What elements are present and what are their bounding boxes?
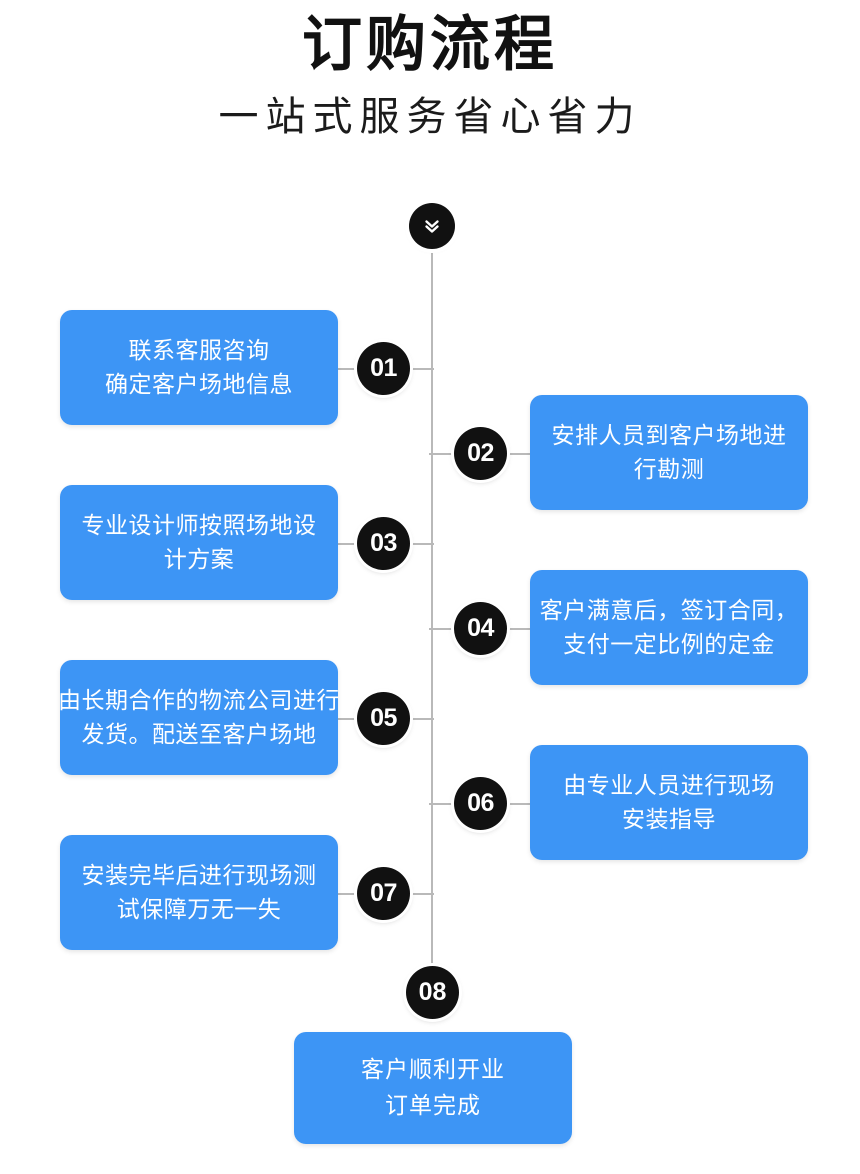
step-card[interactable]: 安排人员到客户场地进 行勘测	[530, 395, 808, 510]
step-badge: 02	[454, 427, 507, 480]
step-badge: 01	[357, 342, 410, 395]
step-card-line: 联系客服咨询	[128, 337, 270, 364]
timeline-step-02: 安排人员到客户场地进 行勘测 02	[0, 389, 860, 519]
connector-line-inner	[408, 368, 434, 370]
step-card-line: 支付一定比例的定金	[563, 630, 775, 657]
connector-line	[505, 803, 533, 805]
connector-line-inner	[408, 543, 434, 545]
connector-line	[505, 453, 533, 455]
step-badge: 03	[357, 517, 410, 570]
step-card-line: 安排人员到客户场地进	[551, 422, 787, 449]
timeline-spine	[431, 228, 433, 998]
step-card-line: 安装完毕后进行现场测	[81, 862, 317, 889]
step-badge: 06	[454, 777, 507, 830]
step-card-line: 发货。配送至客户场地	[81, 720, 317, 747]
step-card[interactable]: 客户满意后，签订合同， 支付一定比例的定金	[530, 570, 808, 685]
step-card-line: 由长期合作的物流公司进行	[58, 687, 340, 714]
step-card[interactable]: 联系客服咨询 确定客户场地信息	[60, 310, 338, 425]
step-card-line: 由专业人员进行现场	[563, 772, 775, 799]
step-card[interactable]: 由长期合作的物流公司进行 发货。配送至客户场地	[58, 660, 340, 775]
connector-line	[338, 368, 360, 370]
step-card[interactable]: 由专业人员进行现场 安装指导	[530, 745, 808, 860]
step-card-line: 行勘测	[633, 455, 705, 482]
step-card-line: 订单完成	[385, 1092, 481, 1118]
connector-line	[338, 543, 360, 545]
connector-line	[338, 718, 360, 720]
timeline-step-07: 安装完毕后进行现场测 试保障万无一失 07	[0, 829, 860, 959]
connector-line-inner	[429, 453, 457, 455]
step-badge: 07	[357, 867, 410, 920]
step-card-line: 试保障万无一失	[116, 895, 282, 922]
step-badge: 05	[357, 692, 410, 745]
step-card[interactable]: 专业设计师按照场地设 计方案	[60, 485, 338, 600]
timeline-step-04: 客户满意后，签订合同， 支付一定比例的定金 04	[0, 564, 860, 694]
step-card-line: 安装指导	[622, 805, 716, 832]
step-card-line: 客户顺利开业	[361, 1056, 505, 1083]
connector-line	[338, 893, 360, 895]
step-badge: 04	[454, 602, 507, 655]
step-card-line: 客户满意后，签订合同，	[539, 597, 799, 624]
step-card-line: 计方案	[163, 545, 235, 572]
timeline-step-01: 联系客服咨询 确定客户场地信息 01	[0, 304, 860, 434]
step-card-final[interactable]: 客户顺利开业 订单完成	[294, 1032, 572, 1144]
connector-line-inner	[429, 803, 457, 805]
connector-line-inner	[408, 718, 434, 720]
page-subtitle: 一站式服务省心省力	[218, 95, 642, 139]
double-chevron-down-icon	[422, 216, 442, 236]
connector-line-inner	[429, 628, 457, 630]
page-header: 订购流程 一站式服务省心省力	[0, 0, 860, 143]
connector-line-inner	[408, 893, 434, 895]
step-card-line: 专业设计师按照场地设	[81, 512, 317, 539]
step-badge-final: 08	[406, 966, 459, 1019]
timeline-start-node	[409, 203, 455, 249]
page-title: 订购流程	[302, 11, 558, 78]
connector-line	[505, 628, 533, 630]
step-card[interactable]: 安装完毕后进行现场测 试保障万无一失	[60, 835, 338, 950]
step-card-line: 确定客户场地信息	[105, 370, 293, 397]
timeline-step-05: 由长期合作的物流公司进行 发货。配送至客户场地 05	[0, 654, 860, 784]
timeline-step-06: 由专业人员进行现场 安装指导 06	[0, 739, 860, 869]
timeline-step-03: 专业设计师按照场地设 计方案 03	[0, 479, 860, 609]
